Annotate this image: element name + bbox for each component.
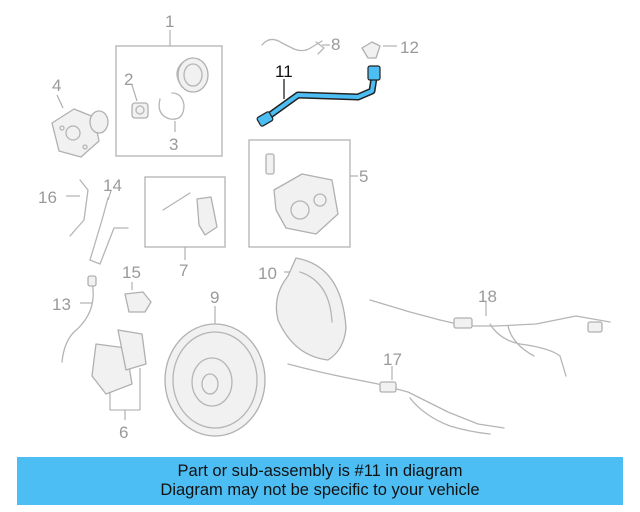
part-11-brake-hose [256, 65, 381, 127]
part-16-14-brackets [66, 179, 129, 265]
callout-2: 2 [124, 70, 133, 89]
info-banner: Part or sub-assembly is #11 in diagram D… [17, 457, 623, 505]
callout-17: 17 [383, 350, 402, 369]
callout-6: 6 [119, 423, 128, 442]
part-12-bracket [361, 41, 397, 59]
callout-4: 4 [52, 76, 61, 95]
callout-15: 15 [122, 263, 141, 282]
part-17-harness [287, 363, 505, 435]
callout-1: 1 [165, 12, 174, 31]
callout-13: 13 [52, 295, 71, 314]
callout-5: 5 [359, 167, 368, 186]
parts-diagram: 1 2 3 4 8 12 11 5 [38, 12, 611, 442]
callout-18: 18 [478, 287, 497, 306]
part-15-bleeder [124, 282, 152, 313]
callout-3: 3 [169, 135, 178, 154]
part-5-caliper-group [248, 139, 358, 248]
callout-7: 7 [179, 261, 188, 280]
callout-9: 9 [210, 288, 219, 307]
callout-14: 14 [103, 176, 122, 195]
part-9-brake-rotor [164, 306, 266, 437]
part-6-brake-pads [91, 329, 147, 420]
part-1-hub-bearing-group [115, 30, 223, 157]
part-18-harness [369, 299, 611, 377]
part-8-sensor-wire [261, 38, 330, 55]
part-13-hose [61, 275, 97, 363]
banner-line-1: Part or sub-assembly is #11 in diagram [177, 462, 463, 480]
callout-12: 12 [400, 38, 419, 57]
callout-16: 16 [38, 188, 57, 207]
part-4-hub [51, 94, 109, 158]
callout-10: 10 [258, 264, 277, 283]
callout-11: 11 [275, 62, 293, 81]
callout-8: 8 [331, 35, 340, 54]
part-10-dust-shield [275, 257, 347, 361]
part-7-pad-hardware-group [144, 176, 226, 260]
banner-line-2: Diagram may not be specific to your vehi… [160, 481, 480, 499]
